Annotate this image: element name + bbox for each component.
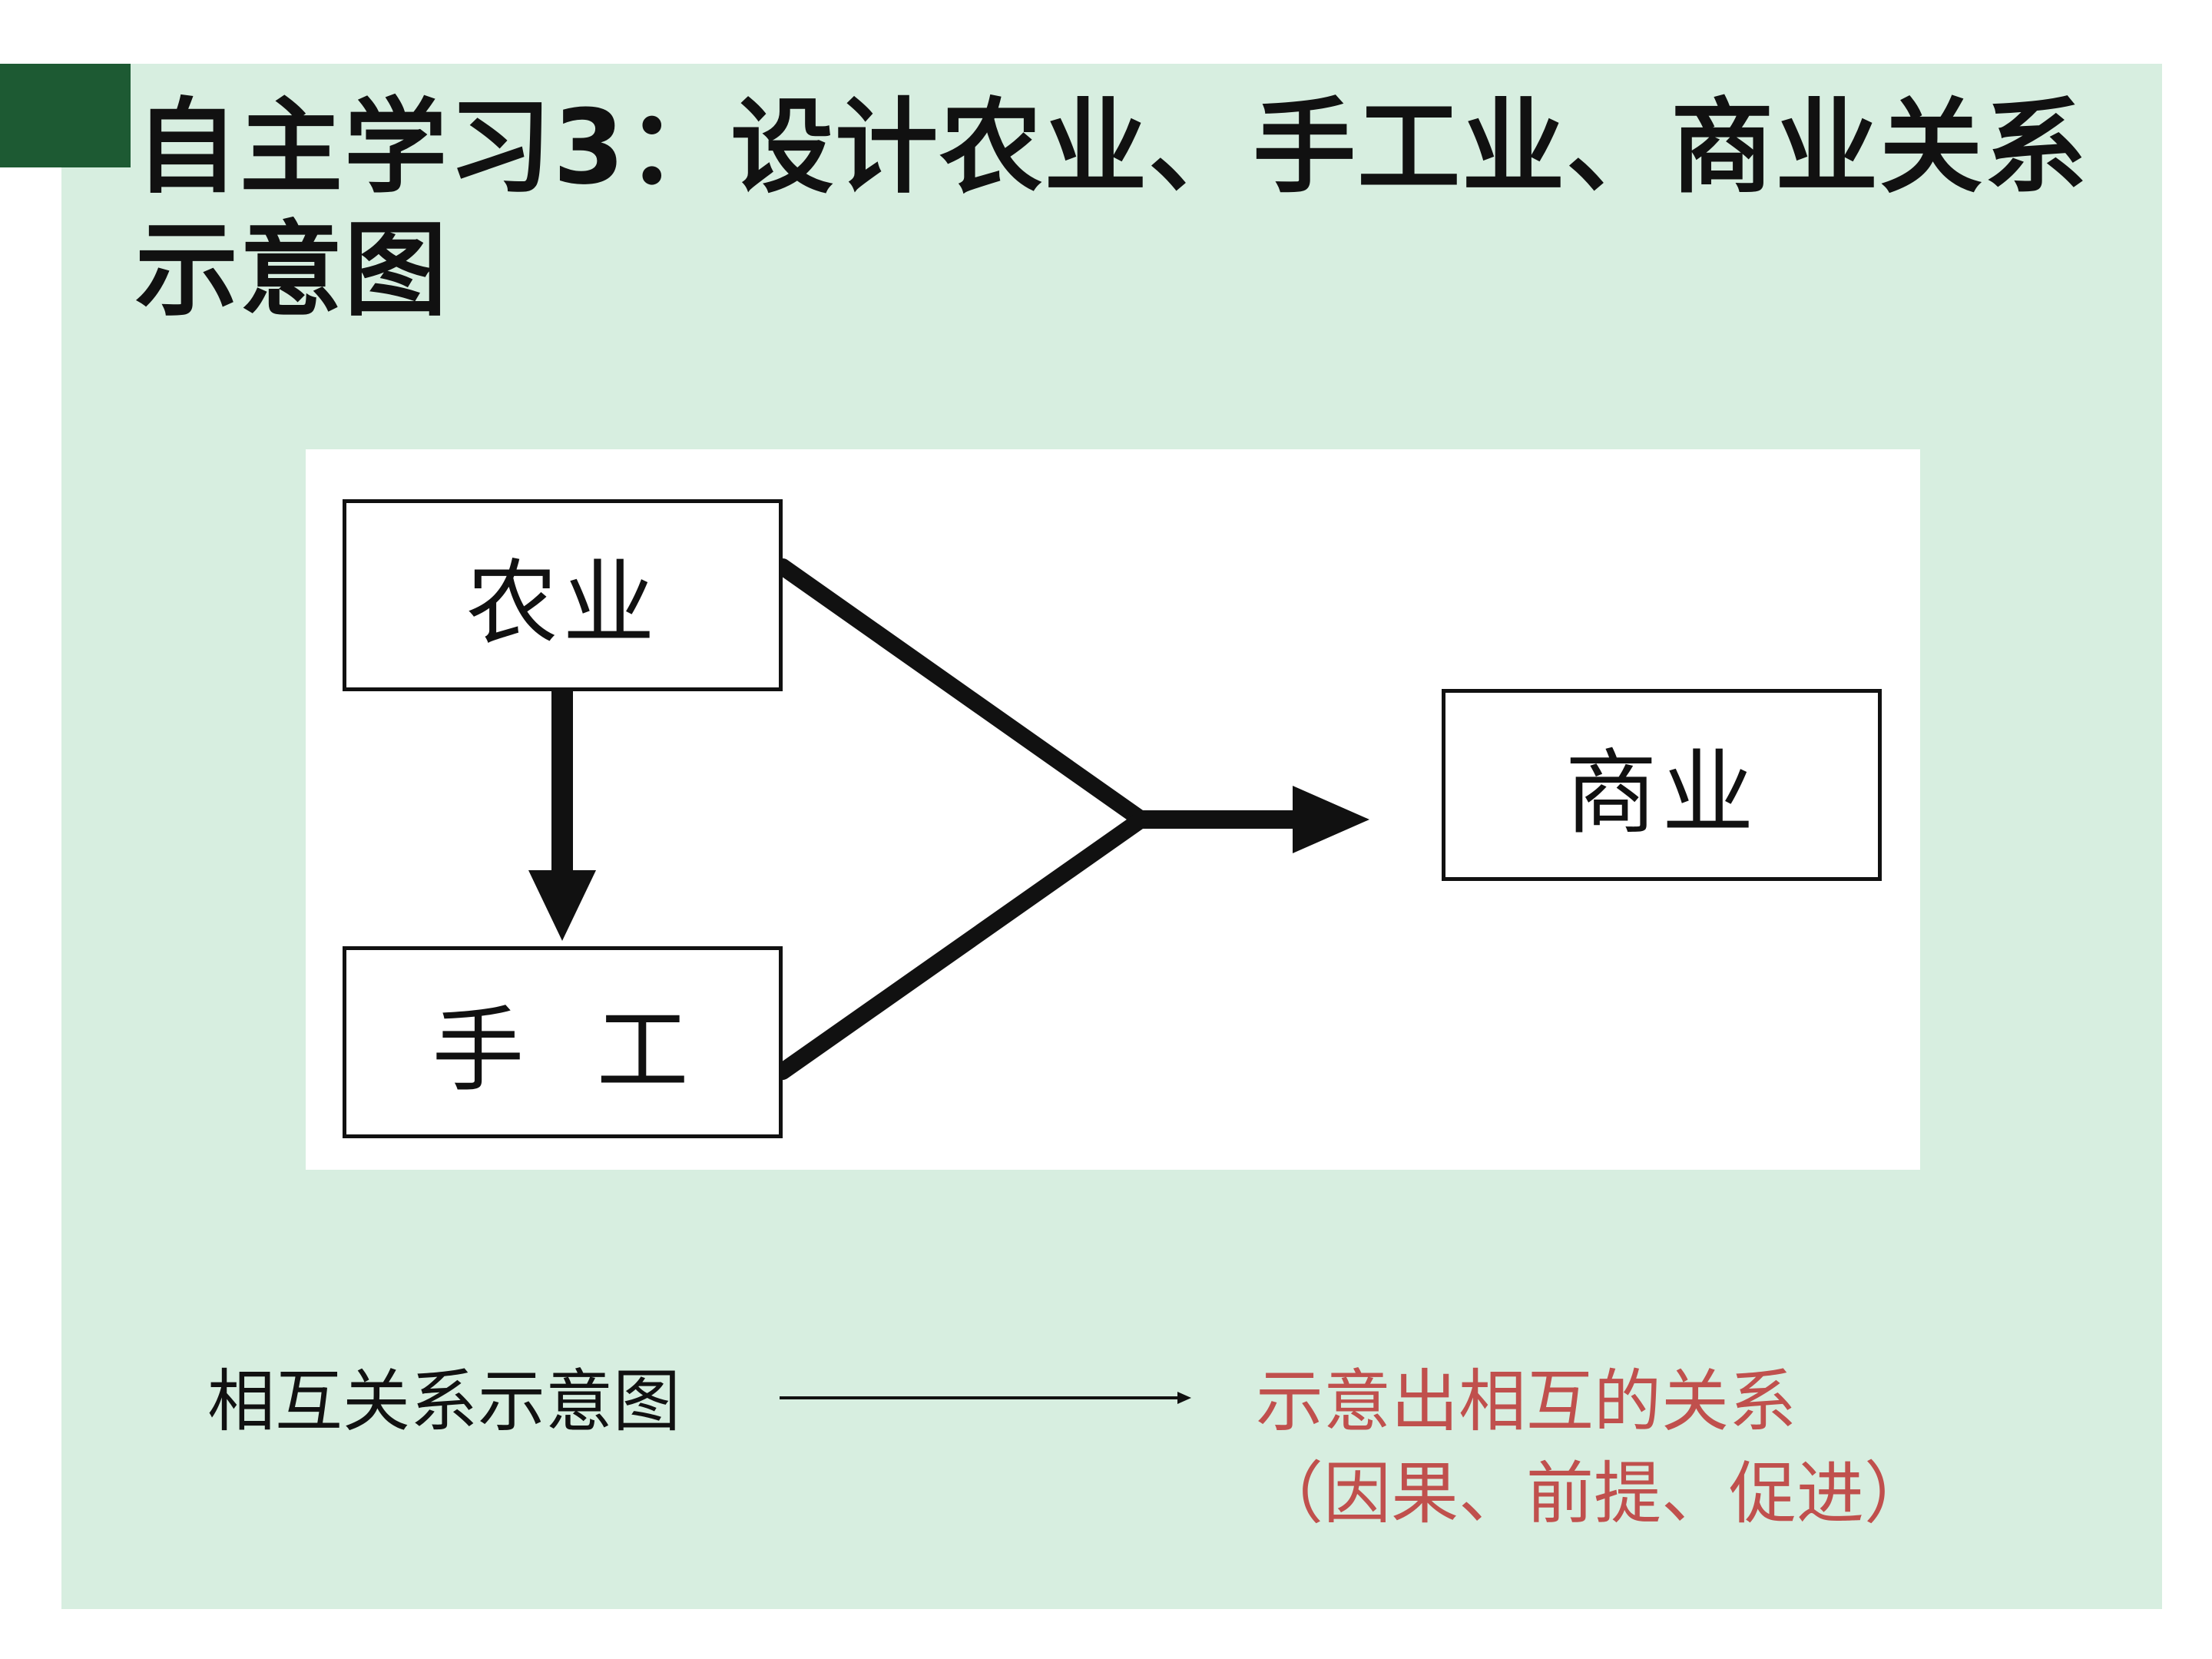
caption-explanation-line-1: 示意出相互的关系 <box>1256 1362 1797 1441</box>
agriculture-to-merge-line <box>774 558 1150 828</box>
diagram-connectors <box>528 558 1369 1080</box>
page-title: 自主学习3：设计农业、手工业、商业关系示意图 <box>135 88 2089 330</box>
node-handicraft: 手 工 <box>343 946 783 1138</box>
title-accent-block <box>0 64 131 167</box>
node-commerce: 商业 <box>1442 689 1882 881</box>
handicraft-to-merge-line <box>774 811 1150 1080</box>
agriculture-to-handicraft-arrowhead <box>528 870 596 941</box>
merge-to-commerce-arrowhead <box>1293 786 1369 853</box>
caption-term: 相互关系示意图 <box>207 1362 681 1441</box>
caption-arrow-icon <box>780 1392 1191 1404</box>
caption-explanation-line-2: （因果、前提、促进） <box>1256 1454 1932 1533</box>
relationship-diagram: 农业 手 工 商业 <box>306 449 1920 1170</box>
node-agriculture: 农业 <box>343 499 783 691</box>
